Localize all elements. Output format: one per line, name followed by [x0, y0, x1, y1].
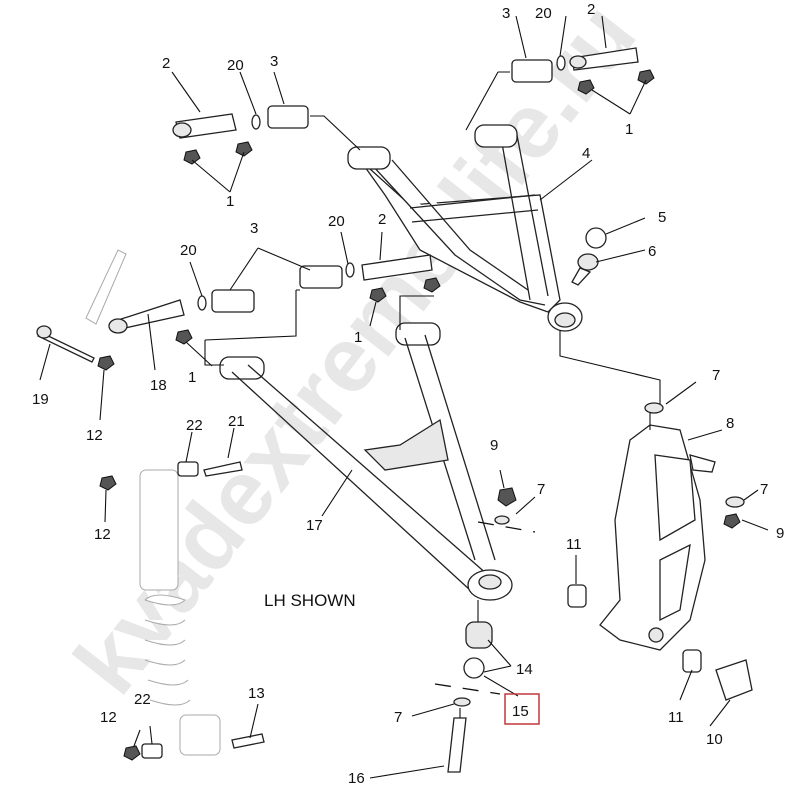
- callout-14[interactable]: 14: [516, 661, 533, 678]
- callout-12[interactable]: 12: [100, 709, 117, 726]
- callout-11[interactable]: 11: [668, 709, 684, 726]
- bolt-13: [231, 733, 265, 749]
- lower-a-arm: [219, 322, 513, 601]
- callout-15-highlight-box: [504, 693, 540, 725]
- callout-1[interactable]: 1: [188, 369, 196, 386]
- axis-line: [477, 521, 536, 533]
- bushing-22-upper: [177, 461, 199, 477]
- circlip: [585, 227, 607, 249]
- bushing-22-lower: [141, 743, 163, 759]
- nut-9-right: [723, 513, 741, 529]
- callout-20[interactable]: 20: [180, 242, 197, 259]
- axis-line: [434, 683, 501, 695]
- washer-7-lower: [453, 697, 471, 707]
- washer-7-left: [494, 515, 510, 525]
- pin-10: [715, 659, 753, 701]
- callout-8[interactable]: 8: [726, 415, 734, 432]
- callout-2[interactable]: 2: [587, 1, 595, 18]
- callout-10[interactable]: 10: [706, 731, 723, 748]
- callout-4[interactable]: 4: [582, 145, 590, 162]
- callout-11[interactable]: 11: [566, 536, 582, 553]
- washer-7-top: [644, 402, 664, 414]
- callout-2[interactable]: 2: [378, 211, 386, 228]
- shock-absorber: [139, 469, 221, 756]
- bushing-11-left: [567, 584, 587, 608]
- callout-7[interactable]: 7: [394, 709, 402, 726]
- callout-21[interactable]: 21: [228, 413, 245, 430]
- bracket-lines: [204, 71, 661, 718]
- callout-3[interactable]: 3: [270, 53, 278, 70]
- callout-9[interactable]: 9: [776, 525, 784, 542]
- callout-1[interactable]: 1: [354, 329, 362, 346]
- callout-2[interactable]: 2: [162, 55, 170, 72]
- diagram-caption: LH SHOWN: [264, 591, 356, 610]
- bolt-21: [203, 461, 243, 477]
- callout-5[interactable]: 5: [658, 209, 666, 226]
- nut-9-left: [497, 487, 517, 507]
- bolt-16: [447, 717, 467, 773]
- callout-20[interactable]: 20: [227, 57, 244, 74]
- callout-18[interactable]: 18: [150, 377, 167, 394]
- washer-7-right: [725, 496, 745, 508]
- callout-20[interactable]: 20: [535, 5, 552, 22]
- callout-leaders: [39, 15, 769, 779]
- callout-labels: 2 20 3 1 3 20 2 1 4 5 6 20 3 20 2 1 1 18…: [32, 1, 784, 786]
- callout-12[interactable]: 12: [94, 526, 111, 543]
- callout-9[interactable]: 9: [490, 437, 498, 454]
- upper-left-pivot-parts: [172, 105, 309, 165]
- callout-3[interactable]: 3: [502, 5, 510, 22]
- upper-a-arm: [347, 124, 583, 332]
- nut-12-low: [123, 745, 141, 761]
- callout-22[interactable]: 22: [186, 417, 203, 434]
- callout-7[interactable]: 7: [537, 481, 545, 498]
- callout-6[interactable]: 6: [648, 243, 656, 260]
- callout-7[interactable]: 7: [760, 481, 768, 498]
- callout-20[interactable]: 20: [328, 213, 345, 230]
- callout-1[interactable]: 1: [625, 121, 633, 138]
- callout-15[interactable]: 15: [512, 703, 529, 720]
- nut-12-mid: [99, 475, 117, 491]
- callout-3[interactable]: 3: [250, 220, 258, 237]
- callout-1[interactable]: 1: [226, 193, 234, 210]
- steering-knuckle: [599, 424, 716, 651]
- ball-joint: [571, 253, 599, 286]
- ball-joint-14: [463, 621, 493, 679]
- callout-19[interactable]: 19: [32, 391, 49, 408]
- callout-22[interactable]: 22: [134, 691, 151, 708]
- callout-12[interactable]: 12: [86, 427, 103, 444]
- callout-13[interactable]: 13: [248, 685, 265, 702]
- upper-right-pivot-parts: [511, 47, 655, 95]
- bushing-11-right: [682, 649, 702, 673]
- callout-16[interactable]: 16: [348, 770, 365, 786]
- lower-pivot-parts: [36, 249, 441, 371]
- callout-7[interactable]: 7: [712, 367, 720, 384]
- callout-17[interactable]: 17: [306, 517, 323, 534]
